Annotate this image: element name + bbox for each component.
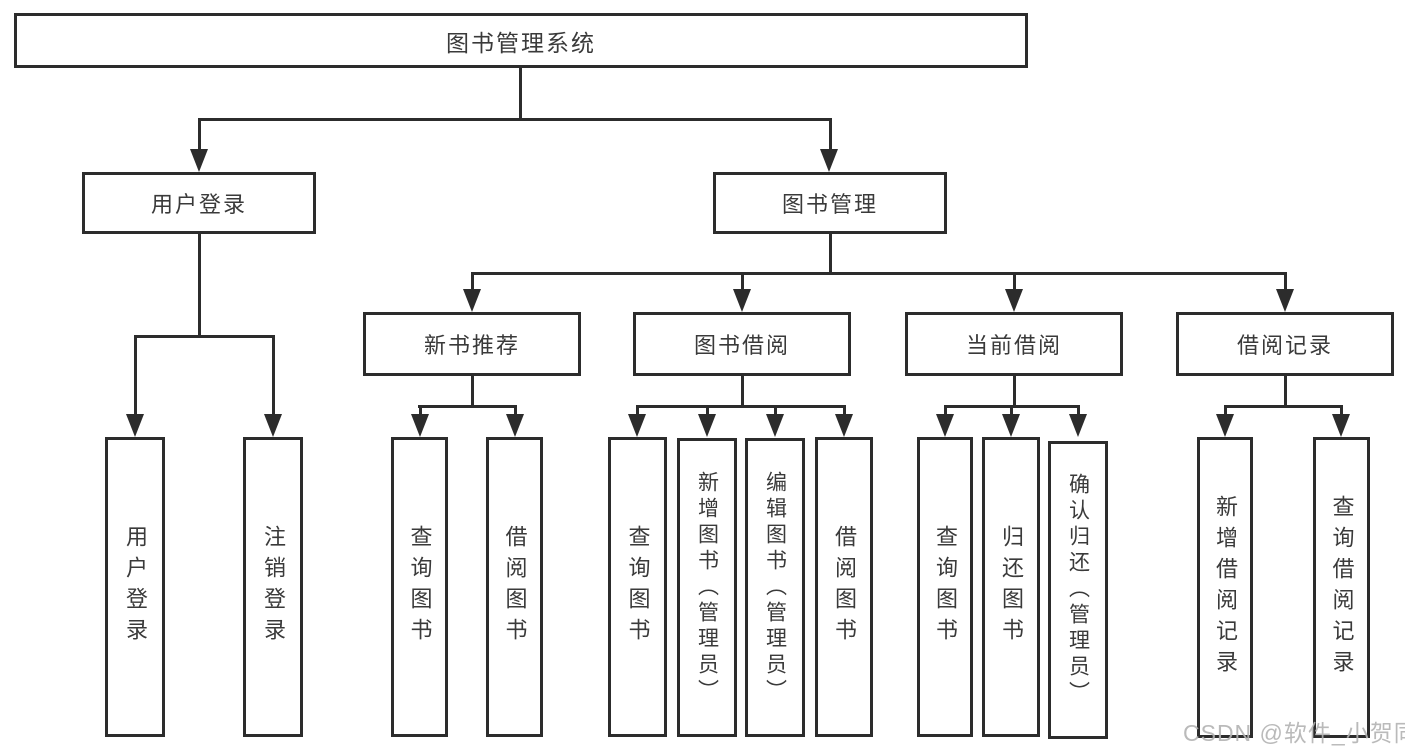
connector-drop-leaf [774,405,777,416]
connector-stem-root [519,66,522,121]
leaf-label: 借阅图书 [832,525,857,649]
node-label: 当前借阅 [965,333,1062,358]
connector-bus-root [198,118,832,121]
connector-drop-book-management [829,118,832,152]
connector-stem-borrowing [741,376,744,408]
leaf-label: 用户登录 [123,525,148,649]
connector-drop-leaf [636,405,639,416]
connector-drop-leaf [1340,405,1343,416]
leaf-label: 编辑图书（管理员） [763,470,787,705]
leaf-add-borrow-record: 新增借阅记录 [1197,437,1253,738]
connector-drop-leaf [944,405,947,416]
leaf-borrow-books-recommend: 借阅图书 [486,437,543,737]
arrowhead-down-icon [835,414,853,437]
connector-drop-user-login [198,118,201,152]
node-label: 用户登录 [150,192,247,217]
node-label: 图书管理 [781,192,878,217]
arrowhead-down-icon [766,414,784,437]
node-label: 图书借阅 [693,333,790,358]
node-label: 新书推荐 [423,333,520,358]
leaf-confirm-return-admin: 确认归还（管理员） [1048,441,1108,739]
connector-stem-records [1284,376,1287,408]
node-library-management-system: 图书管理系统 [14,13,1028,68]
arrowhead-down-icon [698,414,716,437]
leaf-label: 查询借阅记录 [1329,494,1355,681]
leaf-label: 查询图书 [933,525,958,649]
connector-drop-level2 [471,272,474,292]
leaf-query-books-current: 查询图书 [917,437,973,737]
leaf-borrow-books: 借阅图书 [815,437,873,737]
arrowhead-down-icon [264,414,282,437]
leaf-user-login: 用户登录 [105,437,165,737]
connector-stem-book-management [829,234,832,275]
connector-drop-leaf [272,335,275,416]
leaf-edit-book-admin: 编辑图书（管理员） [745,438,805,737]
leaf-add-book-admin: 新增图书（管理员） [677,438,737,737]
connector-drop-leaf [514,405,517,416]
node-borrowing-records: 借阅记录 [1176,312,1394,376]
arrowhead-down-icon [820,149,838,172]
arrowhead-down-icon [126,414,144,437]
connector-drop-leaf [1224,405,1227,416]
node-user-login: 用户登录 [82,172,316,234]
node-current-borrowing: 当前借阅 [905,312,1123,376]
connector-stem-current [1013,376,1016,408]
arrowhead-down-icon [936,414,954,437]
connector-drop-leaf [706,405,709,416]
leaf-label: 查询图书 [625,525,651,649]
connector-drop-leaf [1077,405,1080,416]
connector-bus-book-management [471,272,1287,275]
connector-drop-leaf [1010,405,1013,416]
connector-drop-leaf [419,405,422,416]
connector-stem-user-login [198,234,201,338]
leaf-logout: 注销登录 [243,437,303,737]
arrowhead-down-icon [1216,414,1234,437]
arrowhead-down-icon [1069,414,1087,437]
arrowhead-down-icon [733,289,751,312]
connector-bus-records [1224,405,1343,408]
node-book-borrowing: 图书借阅 [633,312,851,376]
leaf-label: 查询图书 [407,525,433,649]
arrowhead-down-icon [628,414,646,437]
leaf-label: 归还图书 [999,525,1024,649]
connector-bus-borrowing [636,405,846,408]
arrowhead-down-icon [506,414,524,437]
node-label: 借阅记录 [1236,333,1333,358]
leaf-label: 注销登录 [261,525,286,649]
leaf-label: 新增图书（管理员） [695,470,719,705]
connector-bus-new-book [418,405,516,408]
arrowhead-down-icon [1332,414,1350,437]
arrowhead-down-icon [1276,289,1294,312]
leaf-return-books: 归还图书 [982,437,1040,737]
connector-drop-leaf [134,335,137,416]
arrowhead-down-icon [411,414,429,437]
leaf-query-books-recommend: 查询图书 [391,437,448,737]
csdn-watermark: CSDN @软件_小贺同学 [1183,720,1405,746]
arrowhead-down-icon [190,149,208,172]
node-new-book-recommendation: 新书推荐 [363,312,581,376]
node-book-management: 图书管理 [713,172,947,234]
connector-drop-level2 [741,272,744,292]
leaf-label: 借阅图书 [502,525,528,649]
leaf-query-borrow-record: 查询借阅记录 [1313,437,1370,738]
arrowhead-down-icon [1005,289,1023,312]
connector-drop-leaf [843,405,846,416]
connector-drop-level2 [1013,272,1016,292]
connector-drop-level2 [1284,272,1287,292]
connector-bus-user-login [134,335,275,338]
arrowhead-down-icon [1002,414,1020,437]
leaf-label: 确认归还（管理员） [1066,473,1090,707]
connector-stem-new-book [471,376,474,408]
leaf-label: 新增借阅记录 [1213,494,1238,681]
arrowhead-down-icon [463,289,481,312]
node-label: 图书管理系统 [446,29,596,56]
leaf-query-books-borrowing: 查询图书 [608,437,667,737]
